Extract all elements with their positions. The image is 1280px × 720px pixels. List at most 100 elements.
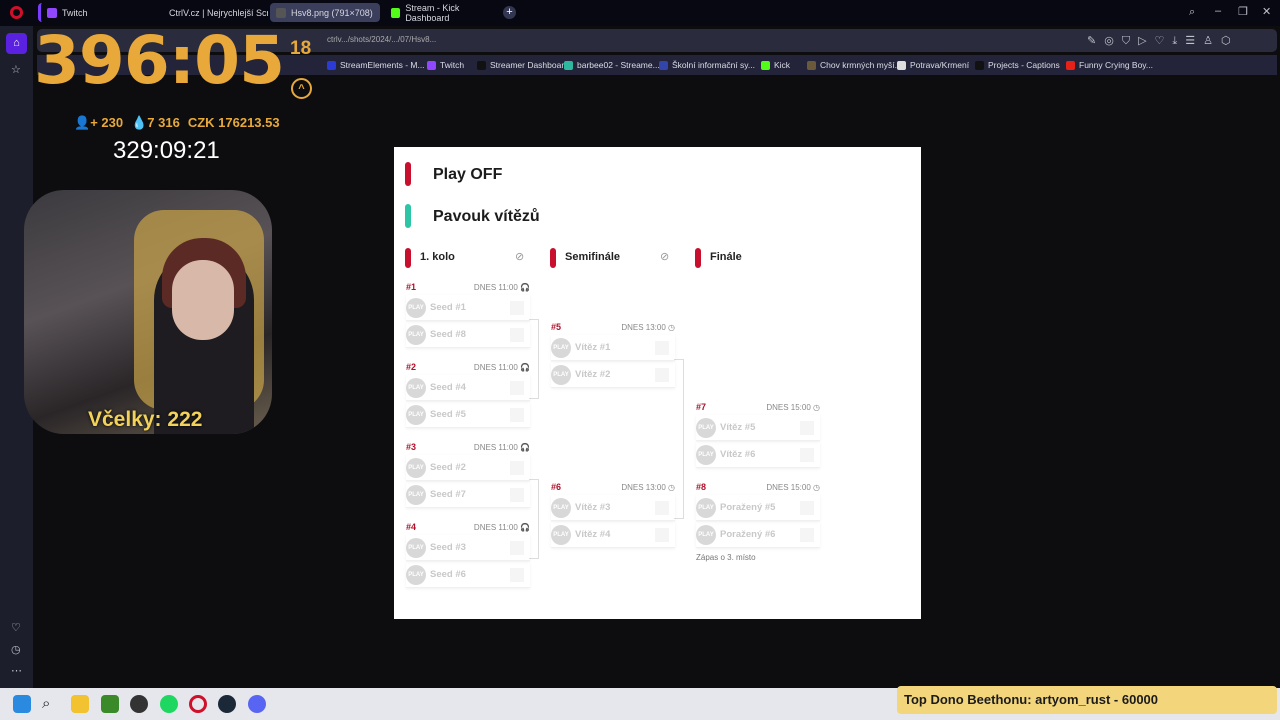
bookmark-item[interactable]: Funny Crying Boy... [1066, 60, 1153, 70]
round-accent [405, 248, 411, 268]
steam-icon[interactable] [218, 695, 236, 713]
bookmark-icon [807, 60, 816, 70]
tab-ctrlv[interactable]: CtrlV.cz | Nejrychlejší Scre [158, 3, 268, 22]
bookmark-item[interactable]: Školní informační sy... [659, 60, 755, 70]
opera-icon[interactable] [189, 695, 207, 713]
score-box [655, 340, 669, 355]
headset-icon: 🎧 [520, 362, 530, 372]
headset-icon: 🎧 [520, 442, 530, 452]
team-logo: PLAY [696, 497, 716, 518]
score-box [510, 327, 524, 342]
bookmark-item[interactable]: Kick [761, 60, 790, 70]
heart-icon[interactable]: ♡ [11, 622, 21, 634]
match-id: #4 [406, 522, 417, 532]
team-logo: PLAY [406, 297, 426, 318]
discord-icon[interactable] [248, 695, 266, 713]
bookmark-label: Funny Crying Boy... [1079, 60, 1154, 70]
bookmark-label: Školní informační sy... [672, 60, 755, 70]
minecraft-icon[interactable] [101, 695, 119, 713]
search-icon[interactable]: ⌕ [1189, 6, 1196, 18]
close-icon[interactable]: ✕ [1262, 6, 1272, 18]
connector [529, 319, 539, 399]
match-time: DNES 11:00 [473, 282, 518, 292]
spotify-icon[interactable] [160, 695, 178, 713]
webcam-feed [24, 190, 272, 434]
bookmark-item[interactable]: Chov krmných myší... [807, 60, 902, 70]
team-name: Seed #1 [430, 302, 466, 313]
opera-logo-icon[interactable] [10, 6, 23, 19]
hide-icon[interactable]: ⊘ [660, 251, 670, 263]
bookmark-icon [975, 60, 984, 70]
toolbar-icons[interactable]: ✎◎⛉▷♡⤓☰♙⬡ [1087, 35, 1239, 47]
bookmark-item[interactable]: Potrava/Krmení [897, 60, 969, 70]
clock-icon: ◷ [668, 482, 675, 492]
followers-count: 👤+ 230 [74, 115, 124, 130]
home-icon[interactable]: ⌂ [6, 33, 27, 54]
new-tab-button[interactable]: + [503, 6, 516, 19]
ctrlv-icon [276, 7, 286, 18]
search-icon[interactable]: ⌕ [42, 695, 51, 712]
bookmark-icon [761, 60, 770, 70]
star-icon[interactable]: ☆ [11, 64, 21, 76]
tab-hsv8[interactable]: Hsv8.png (791×708) [270, 3, 380, 22]
bookmark-label: Kick [774, 60, 791, 70]
score-box [510, 540, 524, 555]
subathon-timer: 396:05 [34, 22, 285, 99]
tab-label: Twitch [62, 7, 88, 18]
bookmark-item[interactable]: StreamElements - M... [327, 60, 425, 70]
obs-icon[interactable] [130, 695, 148, 713]
address-bar[interactable]: ctrlv.../shots/2024/.../07/Hsv8... ✎◎⛉▷♡… [37, 29, 1277, 52]
bookmark-item[interactable]: Streamer Dashboard [477, 60, 569, 70]
file-explorer-icon[interactable] [71, 695, 89, 713]
team-name: Vítěz #5 [720, 422, 756, 433]
drops-count: 💧7 316 [131, 115, 180, 130]
hide-icon[interactable]: ⊘ [515, 251, 525, 263]
restore-icon[interactable]: ❐ [1238, 6, 1248, 18]
history-icon[interactable]: ◷ [11, 644, 21, 656]
team-name: Seed #3 [430, 542, 466, 553]
bracket-image: Play OFF Pavouk vítězů 1. kolo ⊘ Semifin… [394, 147, 921, 619]
tab-kick[interactable]: Stream - Kick Dashboard [385, 3, 505, 23]
tab-twitch[interactable]: Twitch [38, 3, 158, 22]
windows-start-icon[interactable] [13, 695, 31, 713]
more-icon[interactable]: ⋯ [11, 665, 22, 677]
team-logo: PLAY [406, 457, 426, 478]
score-box [655, 367, 669, 382]
clock-icon: ◷ [668, 322, 675, 332]
bookmark-item[interactable]: barbee02 - Streame... [564, 60, 660, 70]
clock-icon: ◷ [813, 402, 820, 412]
team-row[interactable]: PLAY Seed #1 [406, 295, 530, 321]
team-name: Vítěz #2 [575, 369, 611, 380]
round-accent [695, 248, 701, 268]
stream-stats: 👤+ 230 💧7 316 CZK 176213.53 [74, 115, 280, 131]
match-id: #5 [551, 322, 562, 332]
title-accent [405, 162, 411, 186]
minimize-icon[interactable]: – [1215, 5, 1222, 17]
bookmark-icon [659, 60, 668, 70]
bookmark-item[interactable]: Projects - Captions [975, 60, 1060, 70]
bookmark-item[interactable]: Twitch [427, 60, 464, 70]
